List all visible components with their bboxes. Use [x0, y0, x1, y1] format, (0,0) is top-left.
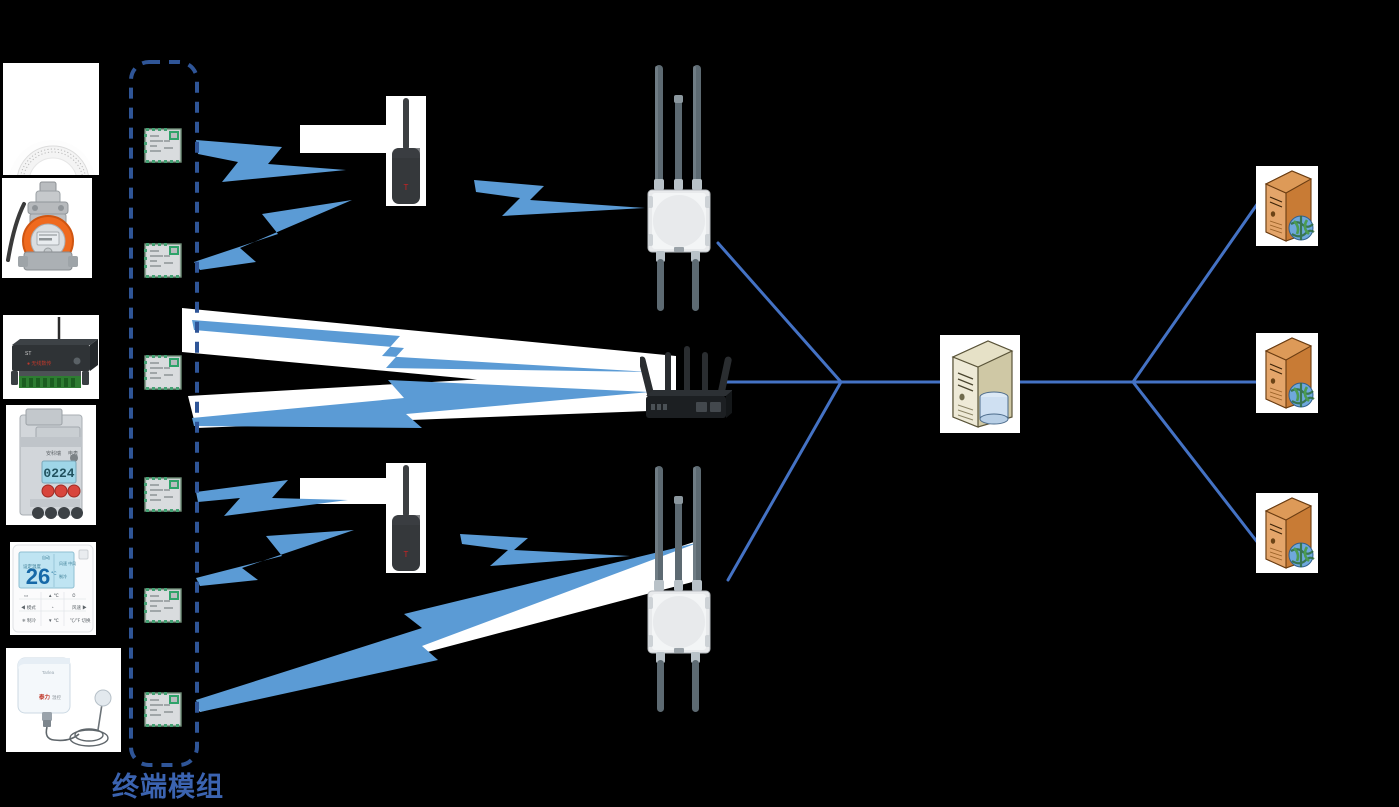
- lightning-bolt-group: [192, 140, 700, 712]
- svg-text:泰力: 泰力: [38, 693, 51, 701]
- rf-module-icon: [144, 243, 182, 283]
- svg-text:温控: 温控: [52, 694, 61, 701]
- smoke-detector-icon: Tarlea 智能烟感: [3, 63, 99, 229]
- svg-text:℃/℉ 切换: ℃/℉ 切换: [70, 617, 91, 624]
- bolt-module1-gateway-top: [196, 140, 346, 182]
- svg-text:Tarlea: Tarlea: [42, 670, 55, 675]
- rf-module-icon: [144, 355, 182, 395]
- rf-module-icon: [144, 477, 182, 517]
- svg-text:风速 ▶: 风速 ▶: [72, 605, 87, 611]
- rf-module-icon: [144, 128, 182, 168]
- leak-sensor-icon: Tarlea 泰力 温控: [6, 648, 121, 752]
- bolt-module2-gateway-top: [194, 200, 352, 270]
- svg-text:● 无线数传: ● 无线数传: [27, 360, 51, 367]
- svg-text:▭: ▭: [24, 593, 29, 598]
- web-server-icon: [1256, 493, 1318, 573]
- web-server-icon: [1256, 166, 1318, 246]
- dtu-icon: ST ● 无线数传: [3, 315, 99, 399]
- terminal-module-label: 终端模组: [112, 772, 224, 803]
- svg-text:❄ 制冷: ❄ 制冷: [22, 617, 37, 624]
- outdoor-ap-icon: [644, 463, 714, 718]
- svg-text:▼ ℃: ▼ ℃: [48, 618, 60, 623]
- thermostat-icon: 自动 设定温度 26 ℃ 风速 中风 制冷 ▭▲ ℃⏱ ◀ 模式◔风速 ▶ ❄ …: [10, 542, 96, 635]
- pressure-transmitter-icon: [2, 178, 92, 278]
- bolt-module6b-ap-bottom: [196, 542, 700, 712]
- link-distribution-to-web-1: [1131, 201, 1260, 384]
- svg-text:ST: ST: [25, 351, 31, 357]
- web-server-icon: [1256, 333, 1318, 413]
- svg-text:T: T: [404, 183, 409, 192]
- bolt-module5-gateway-bottom: [196, 480, 348, 516]
- bolt-plate-gw-top: [300, 125, 390, 153]
- svg-text:自动: 自动: [42, 554, 50, 560]
- svg-text:▲ ℃: ▲ ℃: [48, 593, 60, 598]
- bolt-module6-gateway-bottom: [196, 530, 354, 586]
- rf-module-icon: [144, 692, 182, 732]
- bolt-module4-router: [192, 380, 650, 428]
- bolt-gateway-bottom-ap-bottom: [460, 534, 630, 566]
- svg-text:设定温度: 设定温度: [23, 563, 41, 570]
- link-ap-bottom-to-aggregation: [726, 380, 843, 582]
- router-icon: [638, 338, 733, 433]
- svg-text:制冷: 制冷: [59, 573, 67, 579]
- outdoor-ap-icon: [644, 62, 714, 317]
- black-gateway-icon: T: [386, 463, 426, 573]
- svg-text:安科瑞: 安科瑞: [46, 450, 61, 457]
- svg-text:◀ 模式: ◀ 模式: [21, 604, 36, 611]
- terminal-module-group-box: [129, 60, 199, 767]
- energy-meter-icon: 安科瑞 电表 0224: [6, 405, 96, 525]
- svg-text:⏱: ⏱: [72, 593, 76, 598]
- svg-text:T: T: [404, 550, 409, 559]
- rf-module-icon: [144, 588, 182, 628]
- svg-text:风速 中风: 风速 中风: [59, 560, 76, 566]
- svg-text:电表: 电表: [68, 450, 78, 457]
- bolt-module3-router: [192, 320, 650, 372]
- bolt-gateway-top-ap-top: [474, 180, 645, 216]
- link-distribution-to-web-3: [1131, 380, 1260, 545]
- svg-text:0224: 0224: [43, 466, 74, 481]
- link-ap-top-to-aggregation: [716, 241, 843, 384]
- svg-text:26: 26: [26, 564, 50, 589]
- db-server-icon: [940, 335, 1020, 433]
- black-gateway-icon: T: [386, 96, 426, 206]
- svg-text:◔: ◔: [51, 605, 54, 610]
